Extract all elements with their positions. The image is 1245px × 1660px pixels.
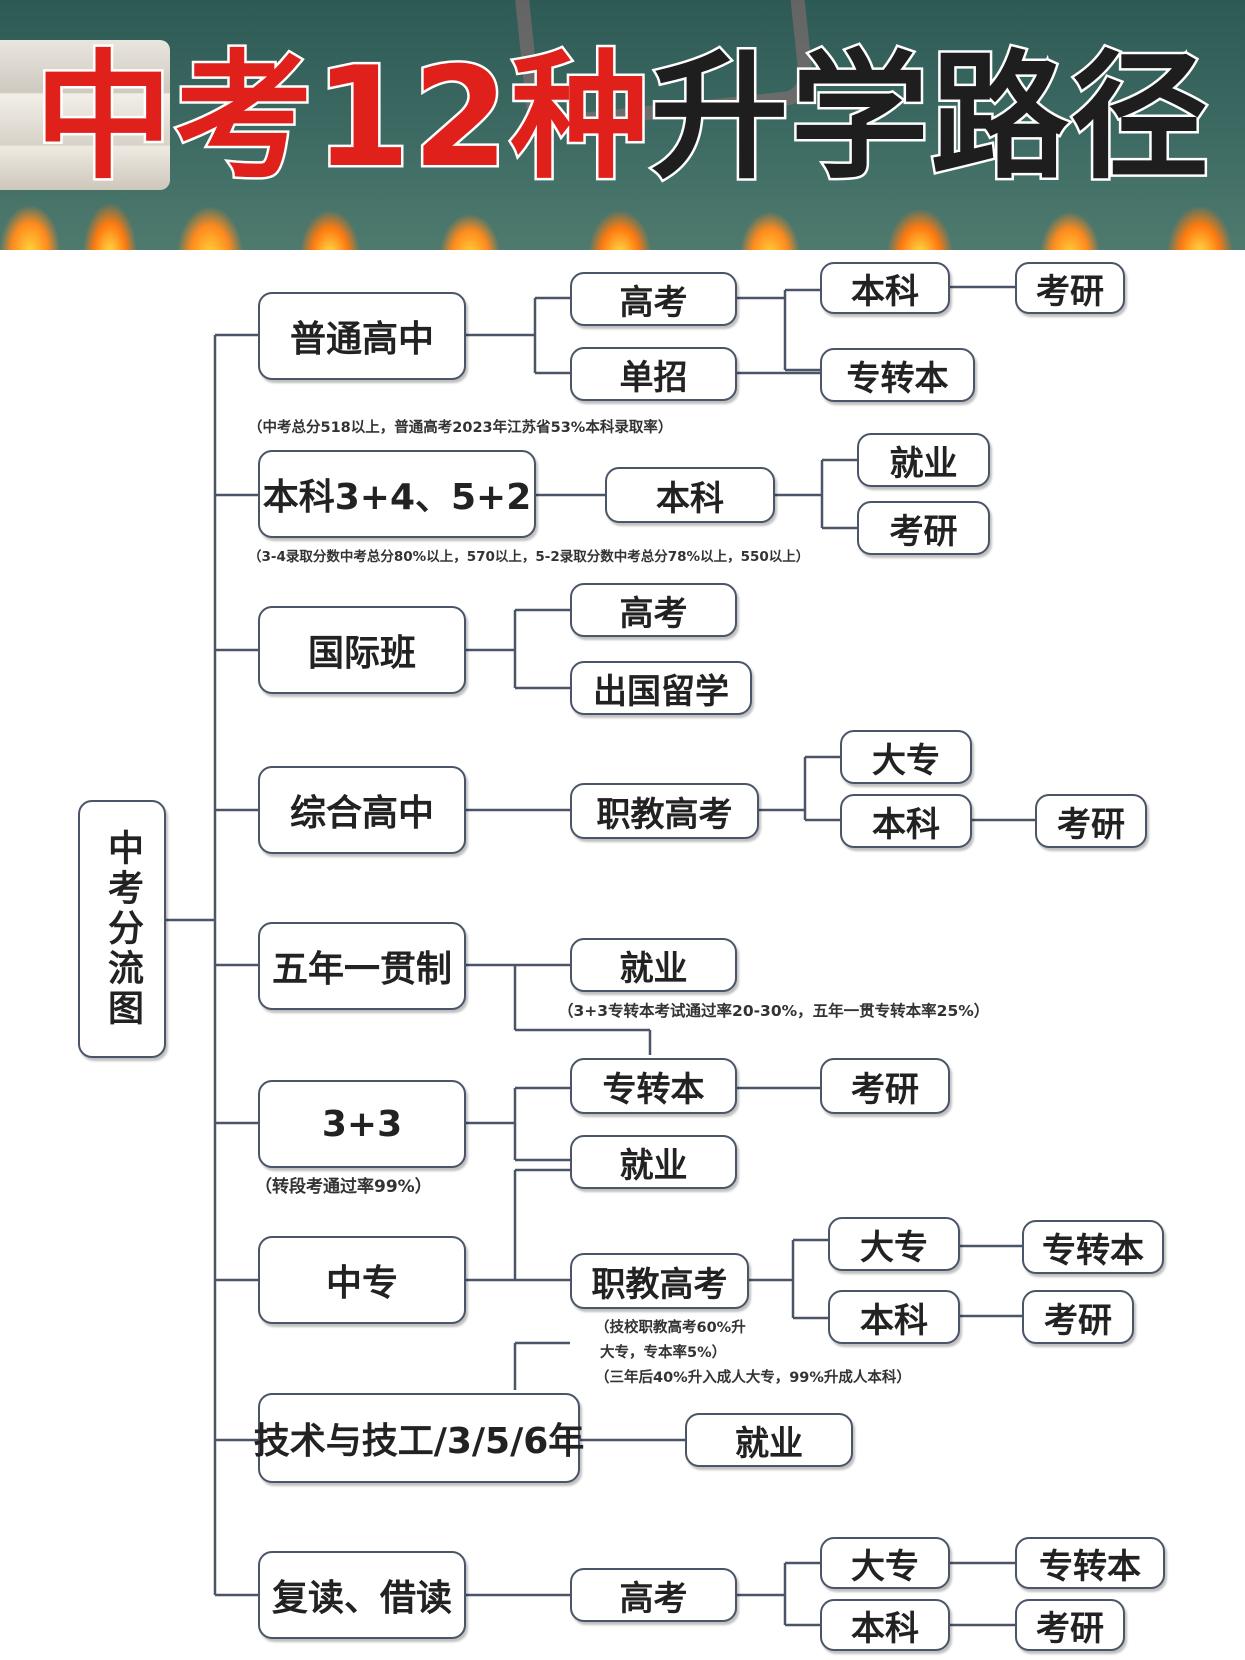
note-b7-line1: （技校职教高考60%升: [595, 1320, 746, 1336]
note-b5: （3+3专转本考试通过率20-30%，五年一贯专转本率25%）: [558, 1002, 990, 1020]
node-b6-jiuye: 就业: [570, 1135, 737, 1189]
node-jishu-jigong: 技术与技工/3/5/6年: [254, 1393, 584, 1483]
node-b4-benke: 本科: [840, 794, 972, 848]
node-b7-zhuanzhuanben: 专转本: [1022, 1220, 1164, 1274]
node-benke-34-52: 本科3+4、5+2: [258, 450, 536, 538]
node-b2-benke: 本科: [605, 467, 775, 523]
node-putong-gaozhong: 普通高中: [258, 292, 466, 380]
node-b6-kaoyan: 考研: [820, 1058, 950, 1114]
node-b7-kaoyan: 考研: [1022, 1290, 1134, 1344]
node-b5-jiuye: 就业: [570, 938, 737, 992]
node-b9-kaoyan: 考研: [1015, 1599, 1125, 1651]
node-b2-jiuye: 就业: [857, 433, 990, 487]
node-b7-zhijiao: 职教高考: [570, 1253, 749, 1309]
node-b4-kaoyan: 考研: [1035, 794, 1147, 848]
node-b4-zhijiao: 职教高考: [570, 783, 759, 839]
node-fudu-jiedu: 复读、借读: [258, 1551, 466, 1639]
note-b7-line2: 大专，专本率5%）: [600, 1345, 727, 1361]
node-b1-gaokao: 高考: [570, 272, 737, 326]
node-b9-zhuanzhuanben: 专转本: [1015, 1537, 1165, 1589]
node-b1-benke: 本科: [820, 262, 950, 314]
node-b7-dazhuan: 大专: [828, 1217, 960, 1271]
node-b6-zhuanzhuanben: 专转本: [570, 1058, 737, 1114]
note-b2: （3-4录取分数中考总分80%以上，570以上，5-2录取分数中考总分78%以上…: [248, 549, 810, 565]
node-b1-danzhao: 单招: [570, 347, 737, 401]
node-b9-dazhuan: 大专: [820, 1537, 950, 1589]
node-b1-zhuanzhuanben: 专转本: [820, 348, 975, 402]
header-banner: 中考12种升学路径: [0, 0, 1245, 250]
page-title: 中考12种升学路径: [0, 35, 1245, 200]
node-zhongzhuan: 中专: [258, 1236, 466, 1324]
node-b7-benke: 本科: [828, 1290, 960, 1344]
node-b9-gaokao: 高考: [570, 1568, 737, 1622]
node-b4-dazhuan: 大专: [840, 730, 972, 784]
node-b1-kaoyan: 考研: [1015, 262, 1125, 314]
node-b3-gaokao: 高考: [570, 583, 737, 637]
node-b2-kaoyan: 考研: [857, 501, 990, 555]
note-b1: （中考总分518以上，普通高考2023年江苏省53%本科录取率）: [248, 420, 673, 436]
node-guoji-ban: 国际班: [258, 606, 466, 694]
flame-decoration: [0, 160, 1245, 250]
node-3plus3: 3+3: [258, 1080, 466, 1168]
title-highlight: 中考12种: [32, 35, 651, 200]
note-b7-line3: （三年后40%升入成人大专，99%升成人本科）: [595, 1370, 911, 1386]
note-b6: （转段考通过率99%）: [255, 1177, 432, 1197]
title-rest: 升学路径: [648, 35, 1211, 200]
node-b9-benke: 本科: [820, 1599, 950, 1651]
node-zonghe-gaozhong: 综合高中: [258, 766, 466, 854]
root-node: 中考分流图: [78, 800, 166, 1058]
node-b8-jiuye: 就业: [685, 1413, 853, 1467]
node-b3-chuguo: 出国留学: [570, 661, 752, 715]
node-wunian-yiguanzhi: 五年一贯制: [258, 922, 466, 1010]
